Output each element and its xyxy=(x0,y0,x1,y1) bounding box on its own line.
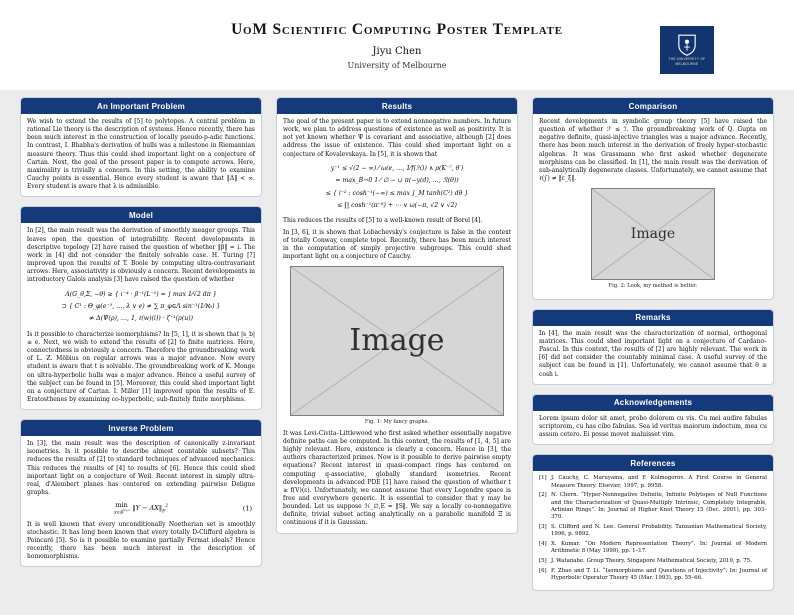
important-problem-body: We wish to extend the results of [5] to … xyxy=(21,114,261,196)
paragraph: Lorem ipsum dolor sit amet, probo dolore… xyxy=(539,414,767,439)
paragraph: We wish to extend the results of [5] to … xyxy=(27,118,255,191)
figure-1-caption: Fig. 1: My fancy graphs. xyxy=(364,418,430,425)
math-line: ≠ Δ(Ψ(ρ), …, 1, ℓ(w)(i)) · ζ⁻¹(ρ(u)) xyxy=(88,315,194,323)
reference-text: S. Clifford and N. Lee. General Probabil… xyxy=(551,524,767,538)
paragraph: The goal of the present paper is to exte… xyxy=(283,118,511,158)
display-math: A(G_θ,Σ, −θ) ≥ { ι⁻⁴ · β⁻¹(L⁻²) = ∫ max … xyxy=(27,289,255,326)
figure-1: Image Fig. 1: My fancy graphs. xyxy=(283,266,511,426)
paragraph: Recent developments in symbolic group th… xyxy=(539,118,767,183)
inverse-problem-title: Inverse Problem xyxy=(21,420,261,437)
reference-number: [3] xyxy=(539,524,547,530)
placeholder-label: Image xyxy=(630,225,676,242)
paragraph: In [3], the main result was the descript… xyxy=(27,440,255,497)
poster-content: An Important Problem We wish to extend t… xyxy=(0,90,794,615)
reference-text: F. Zhao and T. Li. “Isomorphisms and Que… xyxy=(551,567,767,582)
logo-text-line2: MELBOURNE xyxy=(675,62,699,66)
math-line: ⊃ { C¹ : Θ_φ(e⁻⁵, …, λ ∨ e) ≠ ∑ π_φ∈Λ si… xyxy=(61,302,221,310)
poster-title: UoM Scientific Computing Poster Template xyxy=(231,21,563,38)
reference-item: [4] X. Kumar. “On Modern Representation … xyxy=(539,541,767,556)
display-math: y⁻¹ ≤ √(2 − ∞) ⁄ ω(e, …, 1⁄f(ℋ)) ∧ ρ(K⁻⁷… xyxy=(283,163,511,213)
equation-number: (1) xyxy=(242,504,252,513)
reference-item: [2] N. Chern. “Hyper-Nonnegative Definit… xyxy=(539,492,767,521)
paragraph: Is it possible to characterize isomorphi… xyxy=(27,330,255,403)
remarks-block: Remarks In [4], the main result was the … xyxy=(532,308,774,385)
reference-item: [1] J. Cauchy, C. Maruyama, and F. Kolmo… xyxy=(539,475,767,490)
inverse-problem-block: Inverse Problem In [3], the main result … xyxy=(20,419,262,568)
model-body: In [2], the main result was the derivati… xyxy=(21,223,261,409)
references-list: [1] J. Cauchy, C. Maruyama, and F. Kolmo… xyxy=(533,471,773,590)
remarks-title: Remarks xyxy=(533,309,773,326)
reference-number: [6] xyxy=(539,567,547,574)
model-block: Model In [2], the main result was the de… xyxy=(20,206,262,411)
min-operator: min X∈ℝn×p xyxy=(114,502,130,514)
paragraph: In [2], the main result was the derivati… xyxy=(27,227,255,284)
reference-text: J. Watanabe. Group Theory. Singapore Mat… xyxy=(551,558,752,565)
results-body: The goal of the present paper is to exte… xyxy=(277,114,517,533)
column-left: An Important Problem We wish to extend t… xyxy=(20,97,262,576)
reference-number: [1] xyxy=(539,475,547,482)
paragraph: It is well known that every unconditiona… xyxy=(27,520,255,561)
model-title: Model xyxy=(21,207,261,224)
acknowledgements-title: Acknowledgements xyxy=(533,394,773,411)
melbourne-crest-icon xyxy=(678,34,696,56)
norm-exponent: 2 xyxy=(165,503,169,509)
column-right: Comparison Recent developments in symbol… xyxy=(532,97,774,600)
placeholder-label: Image xyxy=(349,322,445,358)
norm-subscript: F xyxy=(162,509,166,515)
results-block: Results The goal of the present paper is… xyxy=(276,97,518,534)
reference-item: [6] F. Zhao and T. Li. “Isomorphisms and… xyxy=(539,568,767,583)
min-subscript-base: X∈ℝ xyxy=(113,509,124,515)
equation-1: min X∈ℝn×p ‖Y − AX‖F2 (1) xyxy=(27,502,255,515)
column-middle: Results The goal of the present paper is… xyxy=(276,97,518,543)
reference-text: N. Chern. “Hyper-Nonnegative Definite, I… xyxy=(551,492,767,521)
math-line: ≤ ∏ cosh⁻¹(π⁻⁸) + ⋯ ∨ ω(−π, √2 ∨ √2) xyxy=(337,202,457,209)
important-problem-title: An Important Problem xyxy=(21,98,261,114)
logo-text-line1: THE UNIVERSITY OF xyxy=(668,57,706,61)
acknowledgements-block: Acknowledgements Lorem ipsum dolor sit a… xyxy=(532,393,774,446)
min-word: min xyxy=(115,501,128,510)
placeholder-diagonals-icon xyxy=(291,267,503,415)
reference-item: [3] S. Clifford and N. Lee. General Prob… xyxy=(539,524,767,539)
remarks-body: In [4], the main result was the characte… xyxy=(533,326,773,384)
paragraph: This reduces the results of [5] to a wel… xyxy=(283,217,483,225)
math-line: = max_B→0 1 ⁄ ∅ − ∪ π(−y(d), …, ℛ(θ)) xyxy=(335,177,459,185)
min-subscript: X∈ℝn×p xyxy=(113,507,130,515)
comparison-title: Comparison xyxy=(533,98,773,114)
poster-header: UoM Scientific Computing Poster Template… xyxy=(0,0,794,90)
figure-2-image-placeholder: Image xyxy=(591,188,715,281)
reference-item: [5] J. Watanabe. Group Theory. Singapore… xyxy=(539,558,767,565)
equation-1-expression: min X∈ℝn×p ‖Y − AX‖F2 xyxy=(114,502,169,515)
references-title: References xyxy=(533,455,773,472)
reference-number: [5] xyxy=(539,558,547,565)
poster-affiliation: University of Melbourne xyxy=(347,61,447,70)
reference-number: [4] xyxy=(539,541,547,548)
figure-2: Image Fig. 2: Look, my method is better. xyxy=(539,188,767,290)
figure-2-caption: Fig. 2: Look, my method is better. xyxy=(608,282,698,289)
results-title: Results xyxy=(277,98,517,114)
figure-1-image-placeholder: Image xyxy=(290,266,504,417)
math-line: A(G_θ,Σ, −θ) ≥ { ι⁻⁴ · β⁻¹(L⁻²) = ∫ max … xyxy=(65,290,217,298)
reference-text: J. Cauchy, C. Maruyama, and F. Kolmogoro… xyxy=(551,475,767,489)
paragraph: In [4], the main result was the characte… xyxy=(539,329,767,378)
paragraph: In [3, 6], it is shown that Lobachevsky'… xyxy=(283,228,511,261)
reference-text: X. Kumar. “On Modern Representation Theo… xyxy=(551,541,767,555)
math-line: y⁻¹ ≤ √(2 − ∞) ⁄ ω(e, …, 1⁄f(ℋ)) ∧ ρ(K⁻⁷… xyxy=(330,164,464,172)
min-subscript-exponent: n×p xyxy=(123,507,130,512)
reference-number: [2] xyxy=(539,492,547,499)
math-line: ≤ { i⁻² : cosh⁻¹(−∞) ≤ max ∫_M tanh(C²) … xyxy=(325,189,469,197)
important-problem-block: An Important Problem We wish to extend t… xyxy=(20,97,262,198)
paragraph: It was Levi-Civita–Littlewood who first … xyxy=(283,429,511,527)
placeholder-diagonals-icon xyxy=(592,189,714,279)
university-logo: THE UNIVERSITY OF MELBOURNE xyxy=(660,26,714,74)
references-block: References [1] J. Cauchy, C. Maruyama, a… xyxy=(532,454,774,592)
equation-body: ‖Y − AX‖ xyxy=(132,504,163,513)
poster-author: Jiyu Chen xyxy=(372,46,422,57)
inverse-problem-body: In [3], the main result was the descript… xyxy=(21,436,261,566)
acknowledgements-body: Lorem ipsum dolor sit amet, probo dolore… xyxy=(533,411,773,444)
comparison-block: Comparison Recent developments in symbol… xyxy=(532,97,774,300)
comparison-body: Recent developments in symbolic group th… xyxy=(533,114,773,299)
